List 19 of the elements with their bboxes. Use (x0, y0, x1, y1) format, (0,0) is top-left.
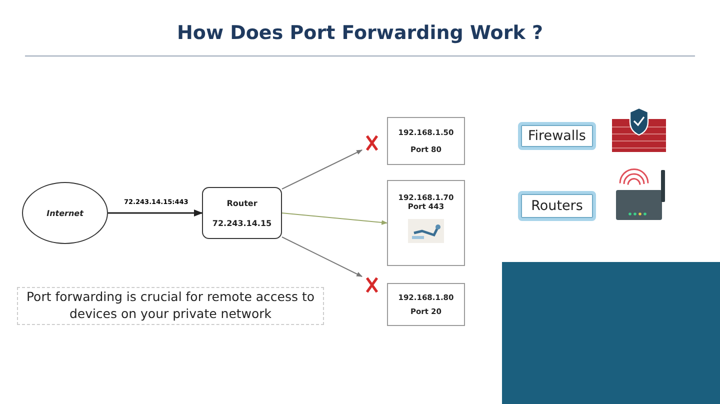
host-box (387, 283, 465, 326)
node-label: Router (226, 198, 258, 208)
host-box (387, 117, 465, 165)
diagram-title: How Does Port Forwarding Work ? (176, 22, 544, 44)
tag-label: Routers (531, 198, 583, 214)
category-tag (518, 122, 596, 150)
note-box (17, 287, 324, 325)
router-box (202, 187, 282, 239)
cloud-ellipse (22, 182, 108, 244)
host-box (387, 180, 465, 266)
tag-label: Firewalls (528, 128, 586, 144)
arrow (282, 150, 363, 190)
arrow (108, 209, 203, 217)
node-label: Internet (46, 208, 84, 218)
category-tag (518, 191, 596, 221)
arrow (282, 236, 363, 277)
arrow (282, 212, 388, 225)
node-label: 72.243.14.15 (212, 218, 272, 228)
note-text: Port forwarding is crucial for remote access to devices on your private network (25, 289, 316, 323)
